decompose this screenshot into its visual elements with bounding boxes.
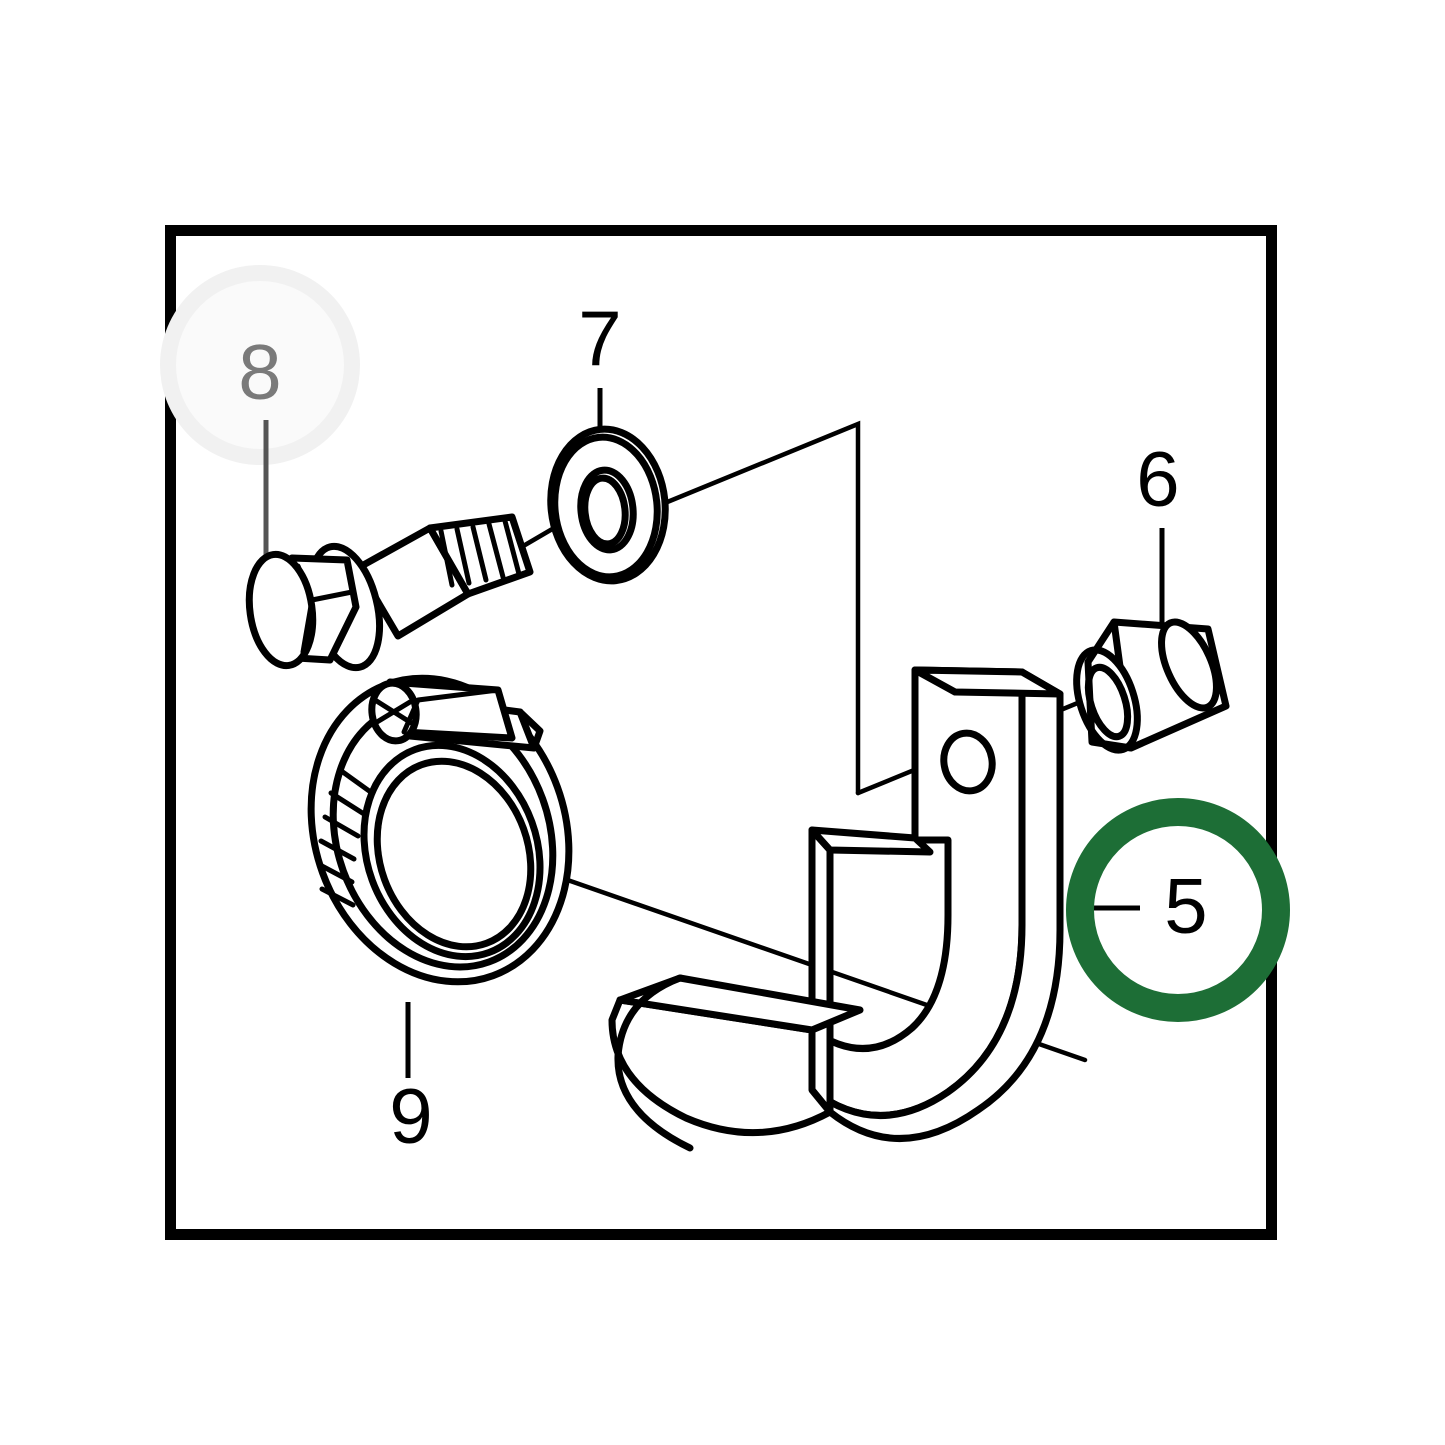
callout-label-5[interactable]: 5 — [1164, 862, 1207, 950]
callout-label-6[interactable]: 6 — [1136, 435, 1179, 523]
selection-ring-5[interactable] — [1066, 798, 1290, 1022]
part-washer — [547, 425, 669, 585]
part-hose-clamp — [307, 674, 573, 986]
part-spacer-bushing — [1073, 618, 1230, 754]
callout-label-9[interactable]: 9 — [389, 1072, 432, 1160]
callout-labels: 8 7 6 5 9 — [238, 295, 1207, 1160]
part-flange-bolt — [245, 513, 534, 672]
callout-label-8[interactable]: 8 — [238, 328, 281, 416]
callout-label-7[interactable]: 7 — [578, 295, 621, 383]
faded-highlight-8 — [160, 265, 360, 465]
part-hanger-bracket — [608, 666, 1064, 1152]
